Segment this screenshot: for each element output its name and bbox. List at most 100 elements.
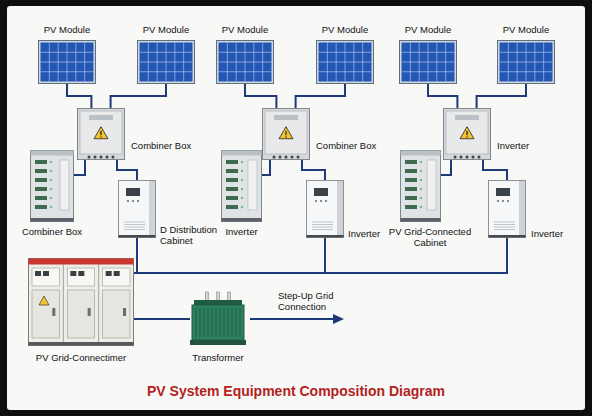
panel-frame [317, 41, 374, 84]
panel-cells [41, 43, 94, 82]
door-handle [52, 308, 55, 316]
power-cable [134, 318, 190, 320]
indicator-bar [226, 196, 238, 200]
pv-module: PV Module [216, 40, 274, 84]
indicator-bar [35, 205, 47, 209]
bushing [217, 292, 220, 301]
panel-grid-line [140, 62, 193, 63]
inverter-button-dot [320, 200, 322, 202]
cable-gland-dot [291, 156, 294, 159]
inverter-picture [306, 180, 344, 238]
switchgear-body [29, 259, 134, 346]
indicator-bar [35, 160, 47, 164]
pv-module-picture [316, 40, 374, 84]
inverter-vent [494, 222, 515, 230]
panel-grid [402, 43, 455, 82]
pv-module-picture [137, 40, 195, 84]
inverter-button-dot [497, 200, 499, 202]
warning-dot [285, 136, 286, 137]
cooling-fin-line [223, 308, 224, 337]
cable-gland-dot [478, 156, 481, 159]
meter [43, 271, 49, 276]
panel-cells [402, 43, 455, 82]
box-plate [455, 115, 479, 120]
equipment-label: PV Module [491, 24, 561, 35]
combiner-box-picture [77, 108, 125, 160]
panel-grid-line [500, 62, 553, 63]
inverter-button-dot [127, 200, 129, 202]
cable-gland [273, 156, 300, 159]
indicator-bars [405, 160, 417, 209]
cable-gland-dot [466, 156, 469, 159]
equipment-label: PV Module [32, 24, 102, 35]
combiner-box: Combiner Box [77, 108, 125, 160]
inverter-button-dot [315, 200, 317, 202]
inverter-vent-line [494, 227, 515, 228]
warning-dot [100, 136, 101, 137]
inverter-vent-line [124, 222, 145, 223]
indicator-bar [405, 196, 417, 200]
indicator-bar [35, 187, 47, 191]
cable-gland [454, 156, 481, 159]
cable-gland-dot [472, 156, 475, 159]
indicator-light [50, 161, 53, 209]
switchgear-picture [28, 258, 134, 346]
indicator-light-dot [50, 206, 53, 209]
warning-dot [466, 136, 467, 137]
panel-grid-line [319, 71, 372, 72]
bushing [228, 292, 231, 301]
cabinet: PV Grid-Connected Cabinet [400, 150, 441, 222]
inverter-button-dot [502, 200, 504, 202]
inverter-vent-line [494, 229, 515, 230]
panel-grid-line [140, 52, 193, 53]
cabinet-plinth [31, 218, 74, 222]
power-cable [483, 160, 507, 180]
indicator-light-dot [50, 170, 53, 173]
cabinet-panel [248, 160, 257, 210]
cabinet: Combiner Box [30, 150, 74, 222]
warning-triangle [39, 296, 49, 305]
grid-arrow-shaft [250, 318, 334, 320]
panel-grid [219, 43, 272, 82]
combiner-box: Combiner Box [262, 108, 310, 160]
meter [106, 271, 112, 276]
panel-grid-line [41, 62, 94, 63]
equipment-label: D Distribution Cabinet [160, 224, 222, 247]
box-plate [89, 115, 113, 120]
switchgear-door [103, 290, 130, 338]
cabinet-picture [400, 150, 441, 222]
power-cable [428, 84, 457, 108]
cabinet-picture [30, 150, 74, 222]
cable-gland-dot [100, 156, 103, 159]
warning-mark-line [466, 131, 467, 136]
panel-cells [500, 43, 553, 82]
panel-cells [219, 43, 272, 82]
inverter: Inverter [306, 180, 344, 238]
pv-module: PV Module [38, 40, 96, 84]
switchgear-divider-line [63, 264, 64, 342]
indicator-bar [226, 187, 238, 191]
instrument-panel [32, 268, 59, 286]
cooling-fin-line [231, 308, 232, 337]
box-door [265, 111, 307, 154]
indicator-light-dot [50, 161, 53, 164]
indicator-bar [226, 169, 238, 173]
inverter-vent-line [124, 224, 145, 225]
cooling-fin-line [235, 308, 236, 337]
indicator-light-dot [241, 170, 244, 173]
warning-triangle [460, 127, 474, 139]
indicator-light-dot [420, 170, 423, 173]
indicator-light-dot [241, 161, 244, 164]
indicator-bar [405, 205, 417, 209]
switchgear: PV Grid-Connectimer [28, 258, 134, 346]
diagram-title: PV System Equipment Composition Diagram [0, 383, 592, 399]
cooling-fin-line [203, 308, 204, 337]
combiner-box-picture [262, 108, 310, 160]
inverter-button [497, 200, 509, 202]
power-cable [67, 84, 91, 108]
panel-frame [498, 41, 555, 84]
switchgear-door [67, 290, 94, 338]
equipment-label: Combiner Box [316, 140, 396, 151]
meter [70, 271, 76, 276]
